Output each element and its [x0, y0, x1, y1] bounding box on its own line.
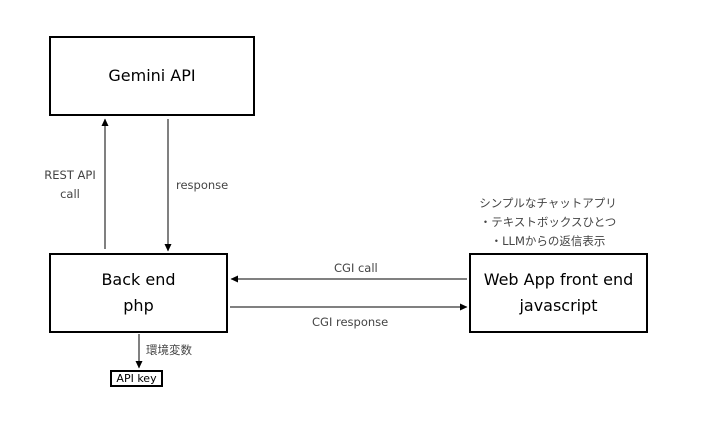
response-label: response: [176, 178, 229, 192]
api-key-node: API key: [110, 370, 163, 387]
gemini-api-title: Gemini API: [108, 66, 196, 85]
backend-node: Back end php: [49, 253, 228, 333]
backend-title: Back end: [101, 270, 176, 289]
rest-api-call-label-line2: call: [60, 187, 80, 201]
webapp-title: Web App front end: [483, 270, 634, 289]
env-var-label: 環境変数: [146, 343, 192, 357]
rest-api-call-label-line1: REST API: [44, 168, 96, 182]
rest-api-call-label: REST API call: [30, 166, 110, 204]
api-key-label: API key: [116, 372, 157, 385]
app-note-line: ・テキストボックスひとつ: [479, 215, 617, 229]
gemini-api-node: Gemini API: [49, 36, 255, 116]
backend-subtitle: php: [123, 296, 154, 315]
app-notes: シンプルなチャットアプリ ・テキストボックスひとつ ・LLMからの返信表示: [468, 194, 628, 251]
webapp-subtitle: javascript: [519, 296, 598, 315]
app-note-line: ・LLMからの返信表示: [490, 234, 606, 248]
cgi-response-label: CGI response: [312, 315, 389, 329]
cgi-call-label: CGI call: [334, 261, 378, 275]
webapp-frontend-node: Web App front end javascript: [469, 253, 648, 333]
app-note-line: シンプルなチャットアプリ: [479, 196, 617, 210]
